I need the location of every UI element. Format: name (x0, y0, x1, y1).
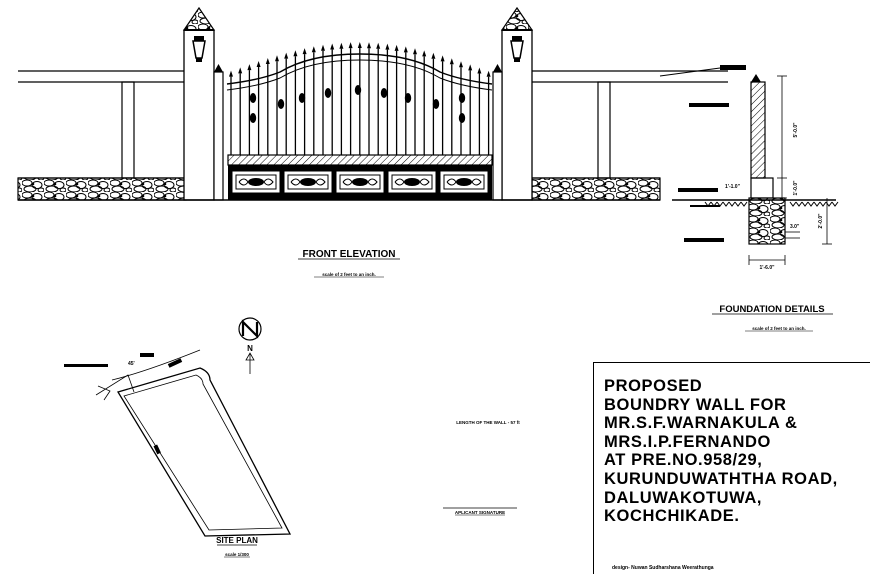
spear-tip-icon (403, 46, 408, 53)
foundation-details: 5'-0.0" 1'-0.0" 1'-1.0" 2'-0.0" 3.0" 1'-… (659, 65, 839, 332)
north-label: N (247, 344, 253, 353)
designer-credit: design- Nuwan Sudharshana Weerathunga (612, 565, 714, 571)
applicant-signature: APLICANT SIGNATURE (455, 510, 505, 515)
spear-tip-icon (321, 44, 325, 51)
spear-tip-icon (468, 64, 473, 71)
spear-tip-icon (357, 42, 362, 49)
title-line: AT PRE.NO.958/29, (604, 451, 763, 470)
spear-tip-icon (459, 61, 463, 68)
right-wall (531, 70, 728, 201)
title-line: DALUWAKOTUWA, (604, 488, 763, 507)
front-elevation: FRONT ELEVATION scale of 2 feet to an in… (17, 6, 728, 278)
title-line: PROPOSED (604, 377, 703, 395)
spear-tip-icon (229, 70, 233, 77)
left-pillar (182, 6, 224, 201)
ornament-icon (404, 93, 412, 103)
spear-tip-icon (376, 42, 381, 49)
site-plan-scale: scale 1/300 (225, 552, 249, 557)
ornament-icon (354, 85, 362, 95)
site-plan: N 45' SITE PLAN scale 1/300 (64, 317, 292, 558)
spear-tip-icon (413, 48, 417, 55)
ornament-icon (298, 93, 306, 103)
left-wall (17, 70, 187, 201)
ornament-icon (432, 99, 440, 109)
site-plan-title: SITE PLAN (216, 536, 258, 545)
spear-tip-icon (330, 43, 335, 50)
spear-tip-icon (265, 58, 270, 65)
ornament-icon (249, 113, 257, 123)
front-elevation-title: FRONT ELEVATION (303, 249, 396, 260)
angle-label: 45' (128, 361, 135, 367)
spear-tip-icon (284, 52, 289, 59)
spear-tip-icon (477, 67, 482, 74)
dim-footing-width: 1'-6.0" (760, 265, 776, 271)
spear-tip-icon (422, 50, 427, 57)
spear-tip-icon (394, 44, 399, 51)
title-line: KURUNDUWATHTHA ROAD, (604, 469, 838, 488)
gate-panels (232, 171, 488, 193)
foundation-title: FOUNDATION DETAILS (719, 304, 824, 315)
title-block: PROPOSED BOUNDRY WALL FOR MR.S.F.WARNAKU… (593, 362, 870, 574)
dim-wall-height: 5'-0.0" (793, 122, 799, 138)
gate (226, 42, 493, 200)
spear-tip-icon (449, 58, 454, 65)
title-line: BOUNDRY WALL FOR (604, 395, 787, 414)
spear-tip-icon (385, 43, 390, 50)
spear-tip-icon (339, 42, 344, 49)
foundation-scale: scale of 2 feet to an inch. (752, 326, 806, 331)
title-line: MRS.I.P.FERNANDO (604, 432, 771, 451)
dim-plinth: 1'-0.0" (793, 180, 799, 196)
ornament-icon (277, 99, 285, 109)
spear-tip-icon (293, 50, 298, 57)
ornament-icon (249, 93, 257, 103)
wall-length-note: LENGTH OF THE WALL - 57 ft (456, 420, 520, 425)
lamp-icon (192, 36, 206, 62)
north-arrow-icon: N (238, 317, 262, 374)
ornament-icon (458, 93, 466, 103)
spear-tip-icon (247, 64, 252, 71)
spear-tip-icon (311, 46, 316, 53)
right-pillar (492, 6, 534, 201)
dim-step: 3.0" (790, 224, 800, 230)
title-line: KOCHCHIKADE. (604, 507, 740, 526)
gate-bars (229, 42, 491, 155)
ornament-icon (324, 88, 332, 98)
spear-tip-icon (486, 70, 491, 77)
ornament-icon (380, 88, 388, 98)
ornament-icon (458, 113, 466, 123)
spear-tip-icon (440, 55, 445, 62)
spear-tip-icon (256, 61, 261, 68)
spear-tip-icon (367, 42, 371, 49)
spear-tip-icon (302, 48, 307, 55)
front-elevation-scale: scale of 2 feet to an inch. (322, 272, 376, 277)
spear-tip-icon (348, 42, 353, 49)
spear-tip-icon (431, 52, 436, 59)
spear-tip-icon (238, 67, 243, 74)
dim-base-offset: 1'-1.0" (725, 184, 741, 190)
lamp-icon (510, 36, 524, 62)
title-line: MR.S.F.WARNAKULA & (604, 414, 798, 433)
spear-tip-icon (275, 55, 279, 62)
dim-footing-depth: 2'-0.0" (818, 213, 824, 229)
